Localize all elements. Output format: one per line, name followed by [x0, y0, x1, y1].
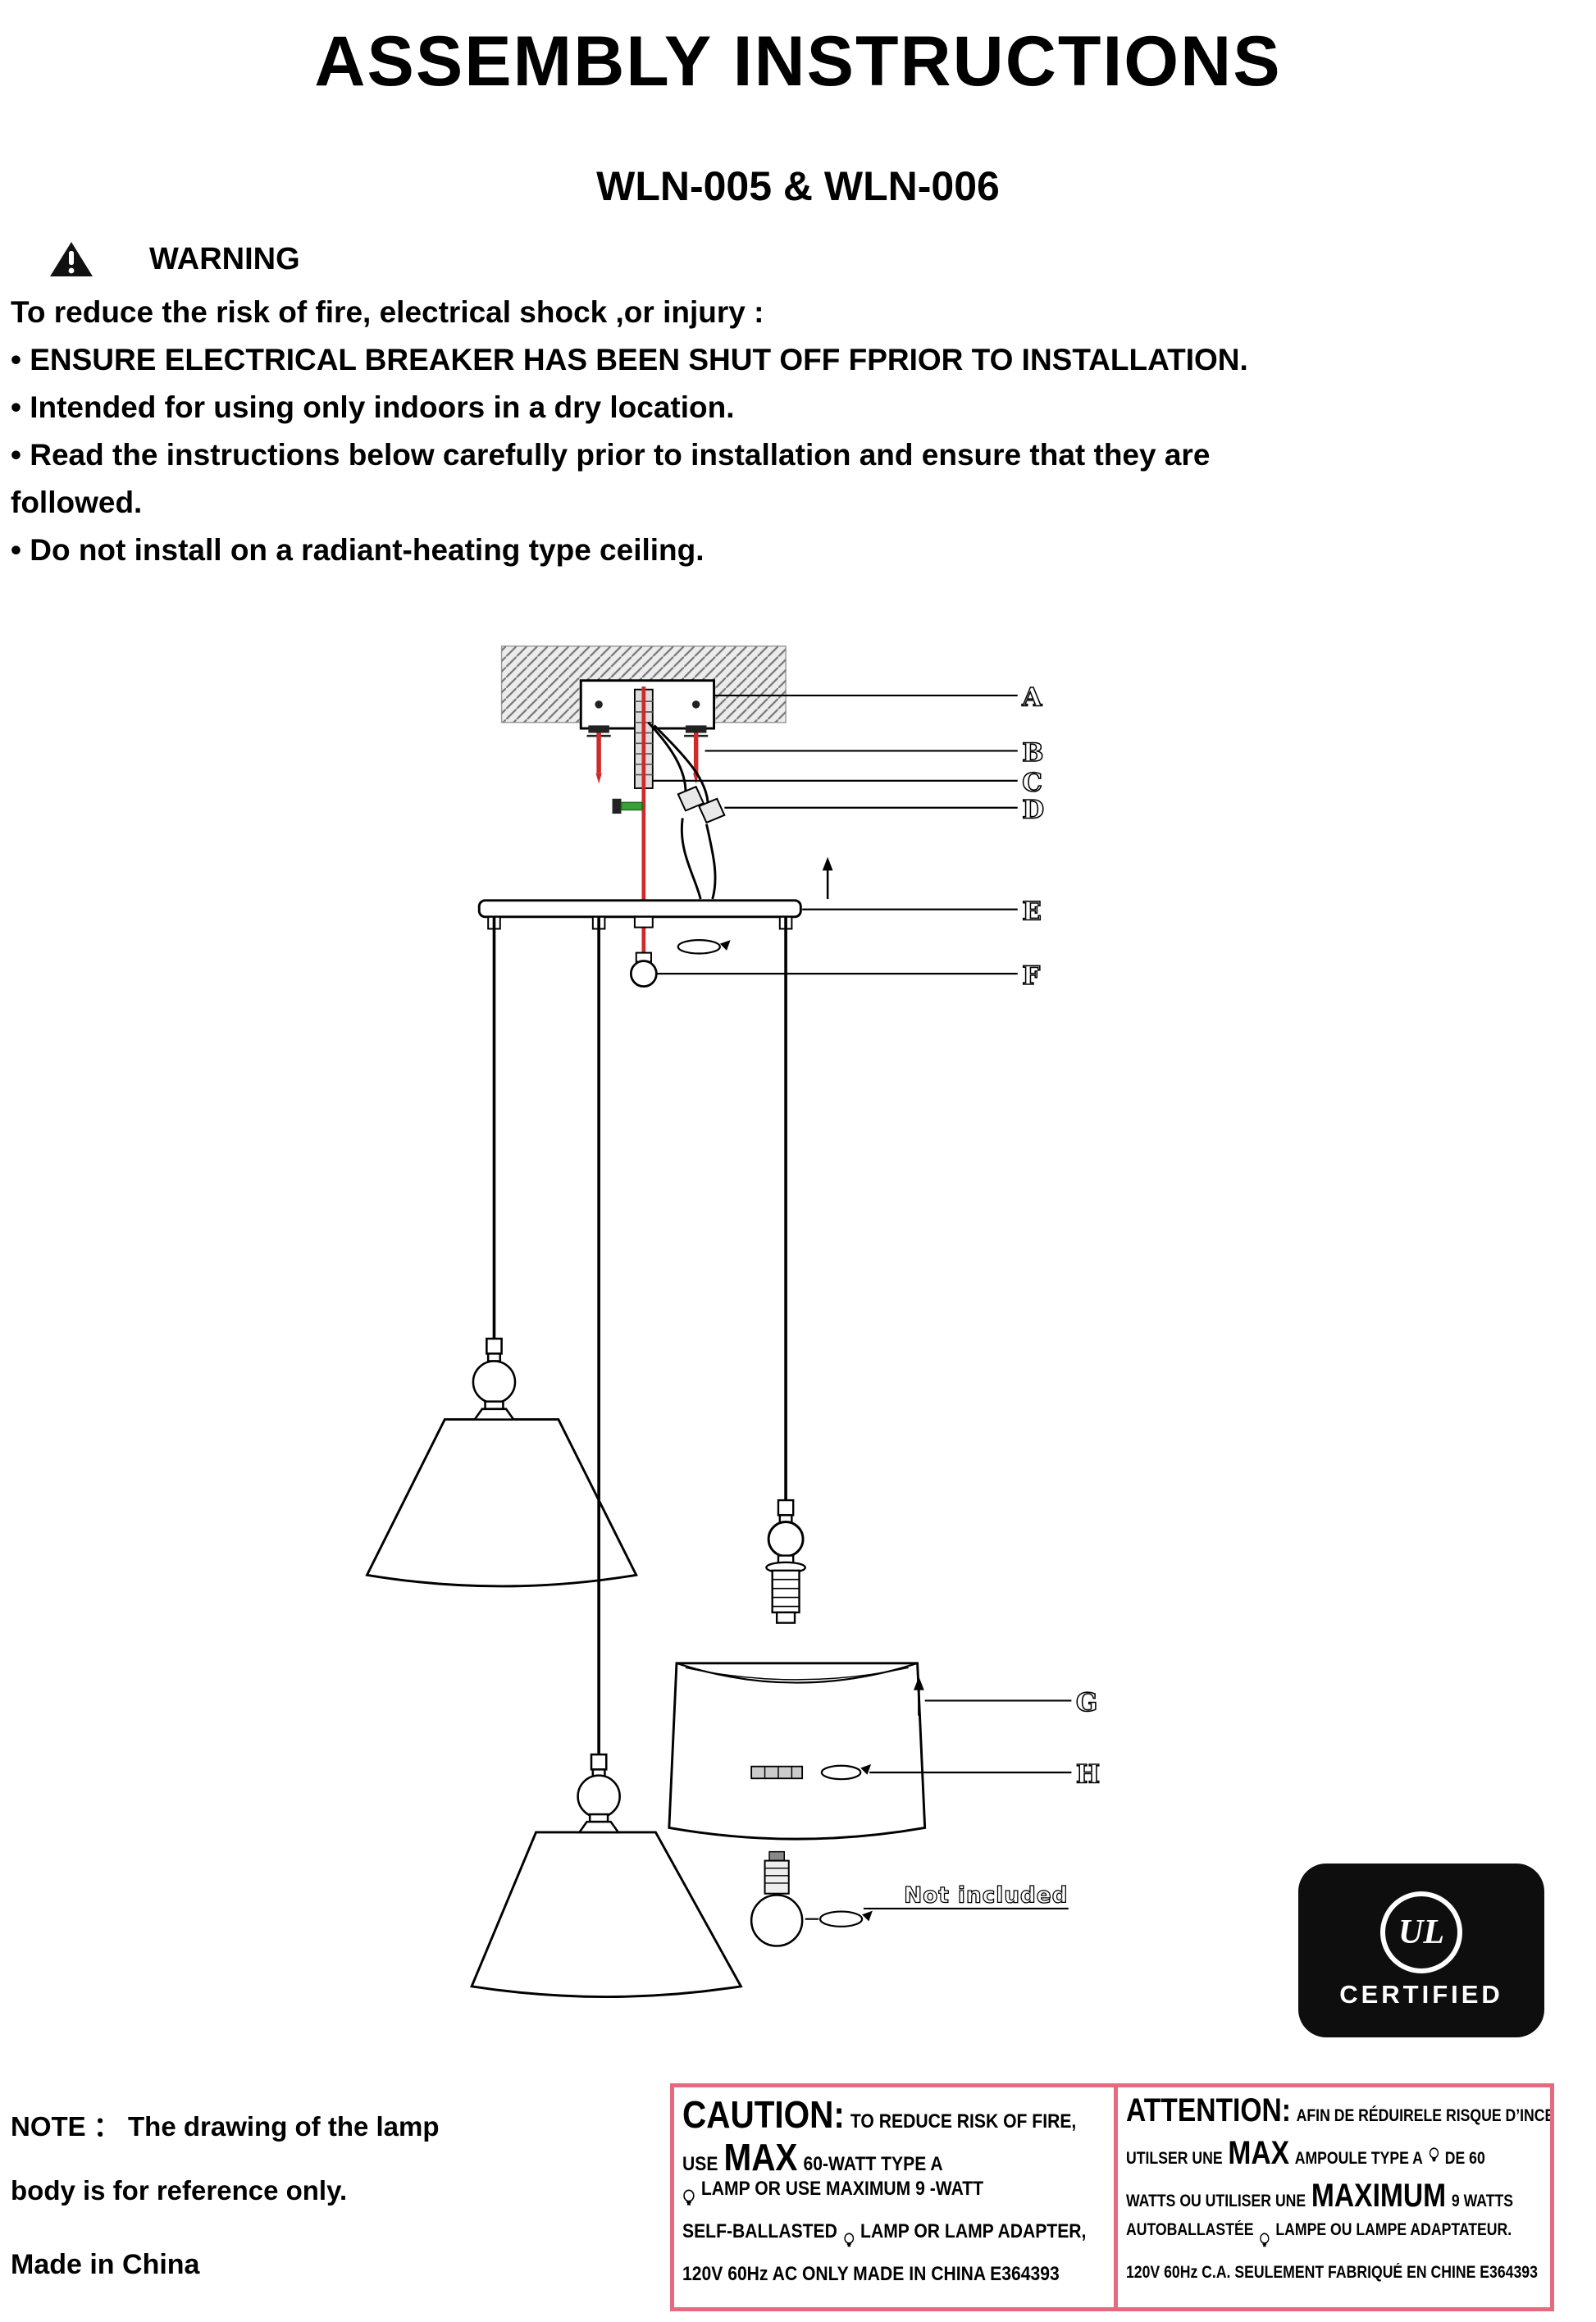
cord-ball-f: [629, 951, 658, 988]
bulb-icon: [844, 2233, 854, 2247]
shade-arrow-g: [914, 1676, 924, 1716]
right-shade: [668, 1662, 927, 1841]
pendant-cords: [492, 916, 787, 1758]
model-numbers: WLN-005 & WLN-006: [596, 163, 1000, 209]
bulb-icon: [1429, 2147, 1439, 2162]
warning-line: • Do not install on a radiant-heating ty…: [11, 533, 705, 567]
caution-fr-line-4: AUTOBALLASTÉE LAMPE OU LAMPE ADAPTATEUR.: [1126, 2220, 1512, 2263]
warning-line: followed.: [11, 486, 143, 519]
left-pendant-holder: [472, 1337, 517, 1421]
caution-box: CAUTION: TO REDUCE RISK OF FIRE, USE MAX…: [670, 2083, 1554, 2311]
warning-triangle-icon: [50, 242, 93, 276]
note-line-2: body is for reference only.: [11, 2175, 348, 2206]
middle-pendant-holder: [577, 1753, 621, 1834]
right-pendant-socket: [765, 1499, 806, 1624]
left-shade: [365, 1418, 638, 1588]
page-title: ASSEMBLY INSTRUCTIONS: [314, 22, 1282, 101]
caution-en-line-5: 120V 60Hz AC ONLY MADE IN CHINA E364393: [682, 2263, 1060, 2285]
warning-heading: WARNING: [149, 241, 300, 276]
label-g: G: [1076, 1688, 1097, 1718]
warning-text: To reduce the risk of fire, electrical s…: [11, 289, 1581, 574]
warning-line: • ENSURE ELECTRICAL BREAKER HAS BEEN SHU…: [11, 343, 1248, 376]
assembly-diagram: A B C D E F G H Not included: [365, 646, 1101, 1998]
label-b: B: [1022, 738, 1043, 768]
ul-certified-badge: UL CERTIFIED: [1298, 1864, 1544, 2037]
caution-en-line-2: USE MAX 60-WATT TYPE A: [682, 2136, 943, 2178]
caution-en-line-4: SELF-BALLASTED LAMP OR LAMP ADAPTER,: [682, 2220, 1086, 2263]
supply-wires: [647, 721, 717, 900]
bulb-icon: [683, 2188, 695, 2206]
leader-lines: [652, 694, 1072, 1920]
mounting-screw-right: [684, 725, 709, 784]
mounting-screw-left: [586, 725, 611, 784]
label-f: F: [1022, 961, 1040, 991]
rotate-indicator-bulb: [819, 1910, 873, 1927]
not-included-label: Not included: [904, 1883, 1068, 1909]
label-a: A: [1021, 683, 1042, 713]
caution-fr-line-5: 120V 60Hz C.A. SEULEMENT FABRIQUÉ EN CHI…: [1126, 2263, 1538, 2282]
caution-english: CAUTION: TO REDUCE RISK OF FIRE, USE MAX…: [674, 2087, 1114, 2307]
bulb-icon: [1260, 2233, 1270, 2247]
rotate-indicator-f: [677, 939, 731, 955]
ul-logo-icon: UL: [1380, 1891, 1462, 1973]
caution-en-line-3: LAMP OR USE MAXIMUM 9 -WATT: [682, 2178, 1059, 2220]
canopy-up-arrow: [822, 856, 833, 899]
caution-fr-line-3: WATTS OU UTILISER UNE MAXIMUM 9 WATTS: [1126, 2178, 1514, 2214]
warning-line: To reduce the risk of fire, electrical s…: [11, 295, 764, 329]
label-e: E: [1022, 896, 1042, 926]
label-c: C: [1022, 769, 1042, 798]
warning-line: • Read the instructions below carefully …: [11, 438, 1211, 472]
caution-fr-line-2: UTILSER UNE MAX AMPOULE TYPE A DE 60: [1126, 2135, 1485, 2171]
shade-fitting: [750, 1765, 804, 1780]
caution-en-line-1: CAUTION: TO REDUCE RISK OF FIRE,: [682, 2093, 1077, 2136]
warning-line: • Intended for using only indoors in a d…: [11, 390, 735, 424]
canopy-plate: [477, 899, 802, 919]
label-h: H: [1076, 1760, 1100, 1790]
caution-word: CAUTION:: [682, 2093, 845, 2136]
light-bulb: [750, 1850, 804, 1947]
certified-label: CERTIFIED: [1339, 1980, 1503, 2009]
cord-grips: [487, 915, 793, 930]
label-d: D: [1022, 795, 1044, 824]
made-in-china: Made in China: [11, 2249, 200, 2280]
rotate-indicator-h: [820, 1763, 872, 1781]
middle-shade: [470, 1831, 743, 1998]
ground-screw: [612, 798, 643, 814]
wire-connectors: [677, 785, 726, 824]
caution-fr-line-1: ATTENTION: AFIN DE RÉDUIRELE RISQUE D’IN…: [1126, 2092, 1550, 2128]
caution-french: ATTENTION: AFIN DE RÉDUIRELE RISQUE D’IN…: [1114, 2087, 1550, 2307]
note-line-1: NOTE ： The drawing of the lamp: [11, 2111, 440, 2142]
warning-header: WARNING: [48, 239, 300, 279]
attention-word: ATTENTION:: [1126, 2092, 1291, 2128]
